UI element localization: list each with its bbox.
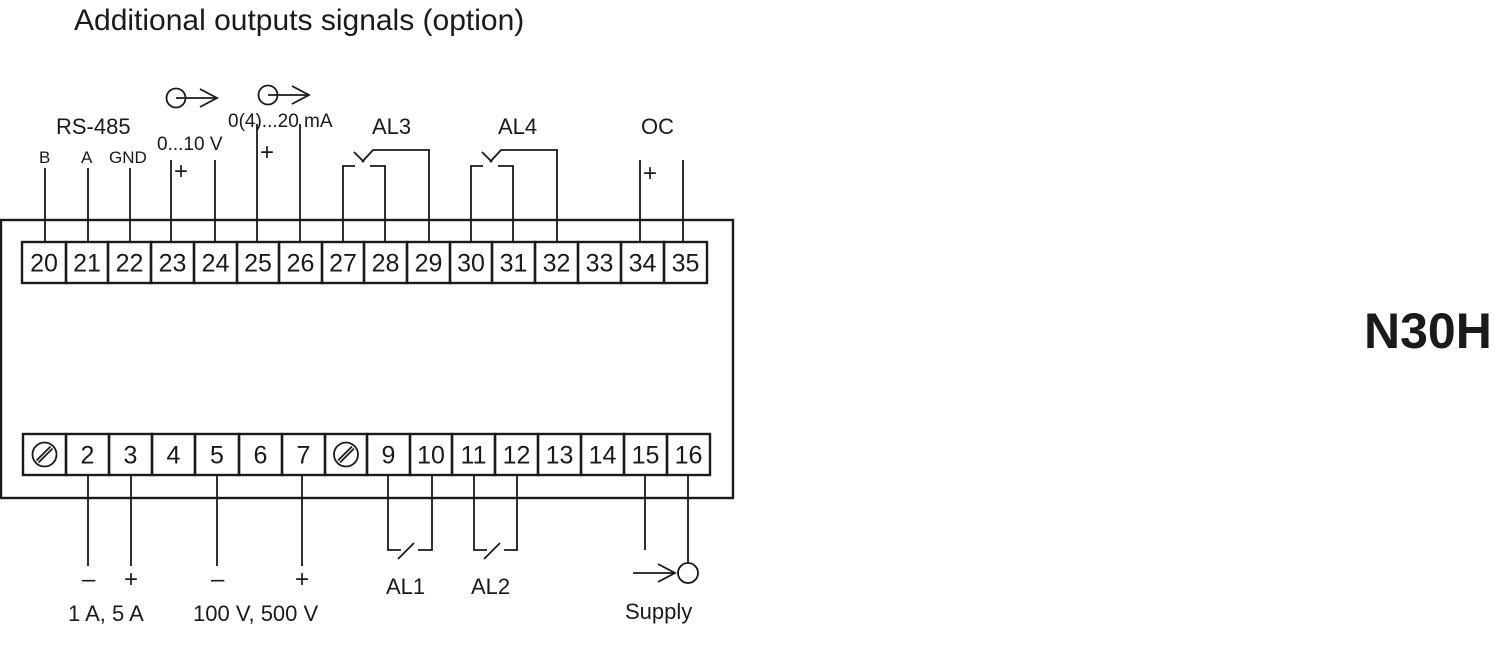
top-terminal: 30 (448, 240, 494, 285)
bottom-terminal: 3 (107, 432, 154, 477)
voltage-output-plus: + (174, 158, 188, 185)
top-terminal: 28 (362, 240, 409, 285)
terminal-number: 29 (415, 250, 443, 278)
terminal-number: 9 (382, 442, 396, 470)
supply-label: Supply (625, 599, 692, 624)
current-output-label: 0(4)...20 mA (228, 111, 333, 132)
top-terminal: 21 (64, 240, 110, 285)
terminal-number: 16 (675, 442, 703, 470)
top-terminal: 31 (490, 240, 537, 285)
al1-label: AL1 (386, 574, 425, 599)
bottom-terminal: 6 (237, 432, 284, 477)
terminal-number: 31 (500, 250, 528, 278)
al4-label: AL4 (498, 114, 537, 139)
terminal-number: 2 (81, 442, 95, 470)
diagram-title: Additional outputs signals (option) (74, 4, 524, 37)
terminal-number: 25 (244, 250, 272, 278)
current-inputs-label: 1 A, 5 A (68, 601, 144, 626)
output-arrow-icon (257, 84, 311, 106)
rs485-label: RS-485 (56, 114, 131, 139)
terminal-number: 10 (417, 442, 445, 470)
terminal-number: 12 (503, 442, 531, 470)
terminal-number: 33 (586, 250, 614, 278)
terminal-number: 11 (461, 442, 487, 470)
bottom-terminal: 12 (493, 432, 540, 477)
bottom-terminal: 2 (64, 432, 111, 477)
bottom-terminal: 16 (665, 432, 712, 477)
terminal-number: 24 (202, 250, 230, 278)
terminal-b-label: B (39, 148, 50, 167)
device-housing (0, 218, 735, 500)
terminal-number: 3 (124, 442, 138, 470)
terminal-number: 23 (159, 250, 187, 278)
bottom-terminal: 9 (365, 432, 412, 477)
current-output-plus: + (260, 139, 274, 166)
terminal-number: 15 (632, 442, 660, 470)
terminal-number: 4 (167, 442, 181, 470)
terminal-number: 32 (543, 250, 571, 278)
terminal-a-label: A (81, 148, 93, 167)
top-terminal: 23 (149, 240, 196, 285)
model-name: N30H (1364, 303, 1492, 359)
oc-label: OC (641, 114, 674, 139)
terminal-number: 22 (116, 250, 144, 278)
terminal-number: 21 (73, 250, 101, 278)
terminal-number: 14 (589, 442, 617, 470)
output-arrow-icon (165, 87, 219, 109)
bottom-terminal: 13 (536, 432, 583, 477)
bottom-terminal: 14 (579, 432, 626, 477)
current-input-minus: – (82, 566, 96, 593)
terminal-number: 6 (254, 442, 268, 470)
top-terminal-strip: 20 21 22 23 24 25 26 27 28 29 30 31 32 33 34 35 (20, 240, 709, 285)
top-terminal: 35 (662, 240, 709, 285)
top-terminal: 24 (192, 240, 239, 285)
terminal-number: 28 (372, 250, 400, 278)
top-terminal: 27 (320, 240, 366, 285)
voltage-input-minus: – (211, 566, 225, 593)
top-terminal: 26 (277, 240, 324, 285)
bottom-terminal: 11 (450, 432, 497, 477)
terminal-number: 26 (287, 250, 315, 278)
oc-plus: + (643, 160, 657, 187)
top-terminal: 33 (576, 240, 623, 285)
terminal-number: 34 (629, 250, 657, 278)
terminal-number: 30 (457, 250, 485, 278)
top-terminal: 25 (235, 240, 281, 285)
top-terminal: 32 (533, 240, 580, 285)
bottom-terminal (21, 432, 68, 477)
voltage-inputs-label: 100 V, 500 V (193, 601, 319, 626)
terminal-number: 27 (329, 250, 357, 278)
screw-terminal-icon (31, 441, 58, 468)
top-terminal: 29 (405, 240, 452, 285)
bottom-terminal: 10 (408, 432, 454, 477)
bottom-terminal: 5 (193, 432, 241, 477)
al2-label: AL2 (471, 574, 510, 599)
bottom-terminal: 7 (280, 432, 327, 477)
supply-arrow-icon (633, 562, 699, 584)
terminal-number: 13 (546, 442, 574, 470)
screw-terminal-icon (333, 441, 359, 468)
top-wiring (44, 124, 684, 242)
current-input-plus: + (124, 566, 138, 593)
voltage-input-plus: + (295, 566, 309, 593)
terminal-number: 35 (672, 250, 700, 278)
top-terminal: 20 (20, 240, 68, 285)
terminal-number: 5 (210, 442, 224, 470)
bottom-terminal (323, 432, 369, 477)
top-terminal: 22 (106, 240, 153, 285)
voltage-output-label: 0...10 V (157, 134, 223, 155)
bottom-terminal-strip: 2 3 4 5 6 7 9 10 11 12 13 14 15 16 (21, 432, 712, 477)
terminal-number: 7 (297, 442, 311, 470)
terminal-number: 20 (30, 250, 58, 278)
bottom-terminal: 4 (150, 432, 197, 477)
top-terminal: 34 (619, 240, 666, 285)
bottom-wiring (87, 475, 689, 566)
terminal-gnd-label: GND (109, 148, 147, 167)
bottom-terminal: 15 (622, 432, 669, 477)
al3-label: AL3 (372, 114, 411, 139)
